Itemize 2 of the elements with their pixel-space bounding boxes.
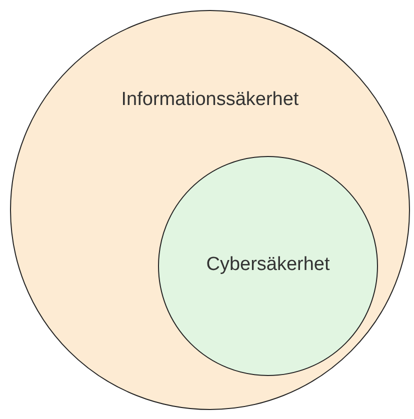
circle-label: Cybersäkerhet	[206, 254, 330, 276]
circle-label: Informationssäkerhet	[121, 89, 299, 111]
